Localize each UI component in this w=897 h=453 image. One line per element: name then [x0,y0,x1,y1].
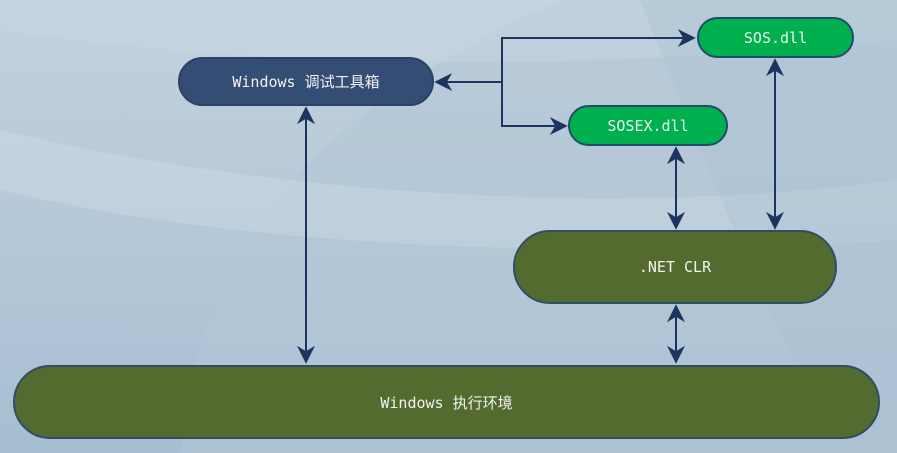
node-sos-dll: SOS.dll [697,17,854,58]
node-label: SOSEX.dll [607,116,689,135]
node-windows-execution-environment: Windows 执行环境 [13,365,880,439]
node-label: Windows 调试工具箱 [232,73,380,91]
node-label: Windows 执行环境 [380,393,513,412]
node-sosex-dll: SOSEX.dll [568,105,728,146]
node-dotnet-clr: .NET CLR [513,230,837,304]
node-label: .NET CLR [638,258,712,276]
node-debugging-tools: Windows 调试工具箱 [178,57,434,106]
node-label: SOS.dll [743,28,808,47]
